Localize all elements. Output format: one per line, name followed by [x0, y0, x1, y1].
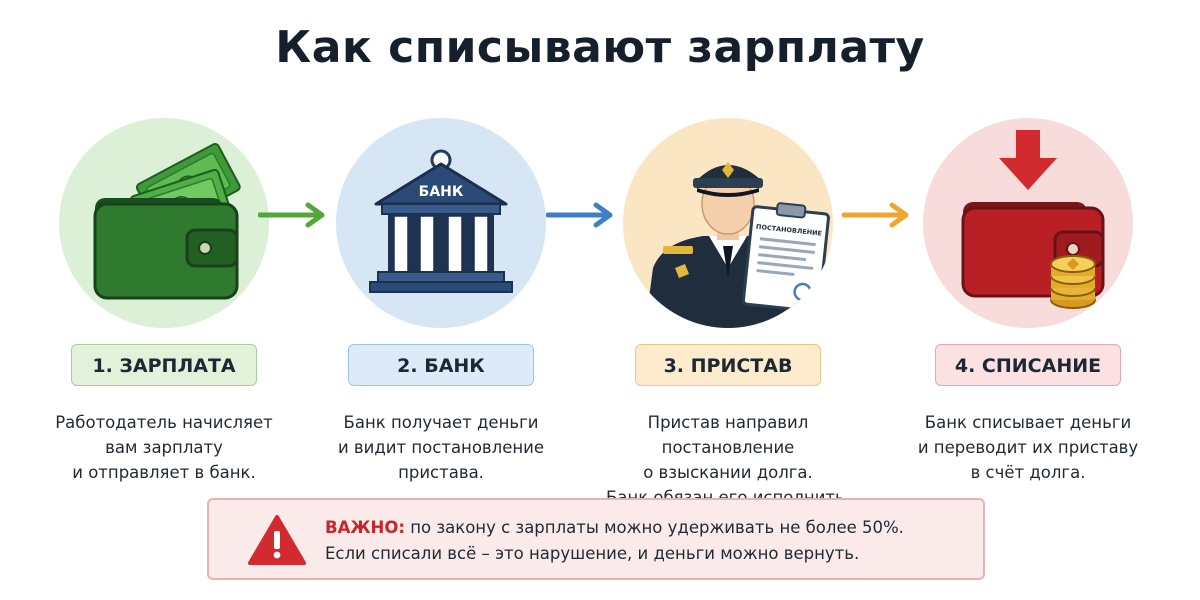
step-bailiff: ПОСТАНОВЛЕНИЕ 3. ПРИСТАВ Пристав направи… — [598, 118, 858, 510]
warning-line-1: ВАЖНО: по закону с зарплаты можно удержи… — [325, 518, 904, 537]
bank-sign-text: БАНК — [419, 184, 464, 200]
warning-text-1: по закону с зарплаты можно удерживать не… — [410, 518, 904, 537]
step-salary-circle — [59, 118, 269, 328]
warning-label: ВАЖНО: — [325, 518, 405, 537]
step-salary: 1. ЗАРПЛАТА Работодатель начисляет вам з… — [34, 118, 294, 485]
step-debit-description: Банк списывает деньги и переводит их при… — [917, 413, 1139, 482]
wallet-money-icon — [93, 143, 241, 300]
bailiff-with-document-icon: ПОСТАНОВЛЕНИЕ — [645, 162, 830, 328]
step-salary-badge: 1. ЗАРПЛАТА — [71, 344, 257, 386]
step-bailiff-badge: 3. ПРИСТАВ — [635, 344, 821, 386]
warning-box: ВАЖНО: по закону с зарплаты можно удержи… — [207, 498, 985, 580]
step-bank-description: Банк получает деньги и видит постановлен… — [337, 413, 545, 482]
step-salary-description: Работодатель начисляет вам зарплату и от… — [55, 413, 273, 482]
warning-triangle-icon — [248, 515, 306, 565]
step-bailiff-description: Пристав направил постановление о взыскан… — [606, 413, 850, 507]
step-debit-badge: 4. СПИСАНИЕ — [935, 344, 1121, 386]
arrow-right-icon — [842, 202, 909, 228]
step-bank-badge: 2. БАНК — [348, 344, 534, 386]
step-debit-circle — [923, 118, 1133, 328]
step-bank-circle: БАНК — [336, 118, 546, 328]
page-title: Как списывают зарплату — [275, 22, 925, 73]
warning-line-2: Если списали всё – это нарушение, и день… — [325, 544, 860, 563]
arrow-right-icon — [546, 202, 613, 228]
wallet-debit-icon — [961, 130, 1105, 309]
arrow-right-icon — [258, 202, 325, 228]
step-bank: БАНК 2. БАНК Банк получает деньги и види… — [311, 118, 571, 485]
step-debit: 4. СПИСАНИЕ Банк списывает деньги и пере… — [898, 118, 1158, 485]
step-bailiff-circle: ПОСТАНОВЛЕНИЕ — [623, 118, 833, 328]
bank-building-icon: БАНК — [369, 149, 513, 293]
